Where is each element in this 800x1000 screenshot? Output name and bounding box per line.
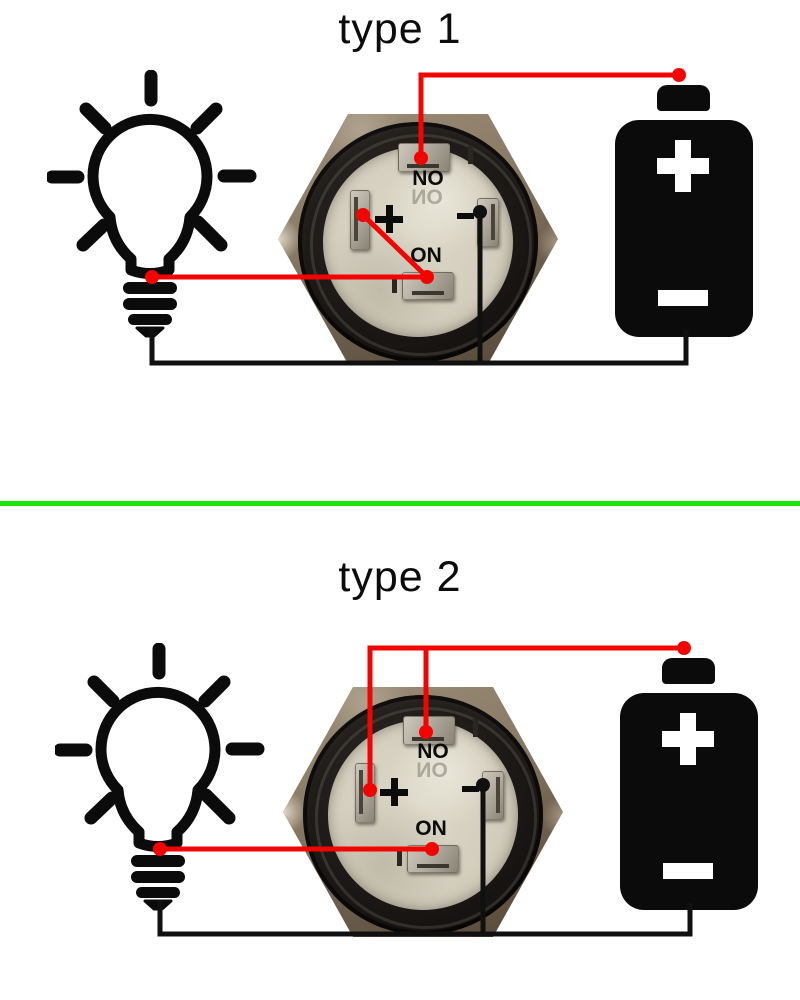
green-divider-line <box>0 501 800 506</box>
bulb-rays <box>45 69 257 252</box>
molded-on-watermark: ON <box>411 186 443 209</box>
plus-label <box>375 205 403 233</box>
junction-dot-red <box>672 68 686 82</box>
label-on: ON <box>410 244 442 267</box>
label-on: ON <box>415 817 447 840</box>
terminal-lug-plus <box>350 190 370 250</box>
terminal-lug-on <box>402 272 454 300</box>
light-bulb-icon <box>53 642 265 913</box>
lug-shadow-mark <box>397 848 402 866</box>
battery-minus-icon <box>663 863 713 879</box>
push-button-back-photo: NO ON ON <box>281 683 567 941</box>
battery-plus-icon <box>680 713 696 765</box>
battery-icon <box>612 83 758 341</box>
bulb-outline <box>87 113 213 279</box>
battery-plus-icon <box>675 140 691 192</box>
push-button-back-photo: NO ON ON <box>276 110 562 368</box>
terminal-lug-minus <box>482 771 504 820</box>
minus-label <box>457 213 474 219</box>
light-bulb-drawing <box>53 642 265 911</box>
lug-shadow-mark <box>473 719 478 737</box>
battery-terminal-cap <box>657 85 710 111</box>
terminal-lug-on <box>407 845 459 873</box>
lug-shadow-mark <box>468 146 473 164</box>
bulb-screw-base <box>131 855 185 911</box>
molded-on-watermark: ON <box>416 759 448 782</box>
minus-label <box>462 786 479 792</box>
bulb-screw-base <box>123 282 177 338</box>
light-bulb-drawing <box>45 69 257 338</box>
plus-label <box>380 778 408 806</box>
diagram2-title: type 2 <box>338 553 462 601</box>
battery-icon <box>617 656 763 914</box>
diagram1-title: type 1 <box>338 5 462 53</box>
light-bulb-icon <box>45 69 257 340</box>
junction-dot-red <box>677 641 691 655</box>
terminal-lug-minus <box>477 198 499 247</box>
bulb-rays <box>53 642 265 825</box>
lug-shadow-mark <box>392 275 397 293</box>
terminal-lug-plus <box>355 763 375 823</box>
battery-minus-icon <box>658 290 708 306</box>
label-no: NO <box>412 167 444 190</box>
bulb-outline <box>95 686 221 852</box>
battery-terminal-cap <box>662 658 715 684</box>
